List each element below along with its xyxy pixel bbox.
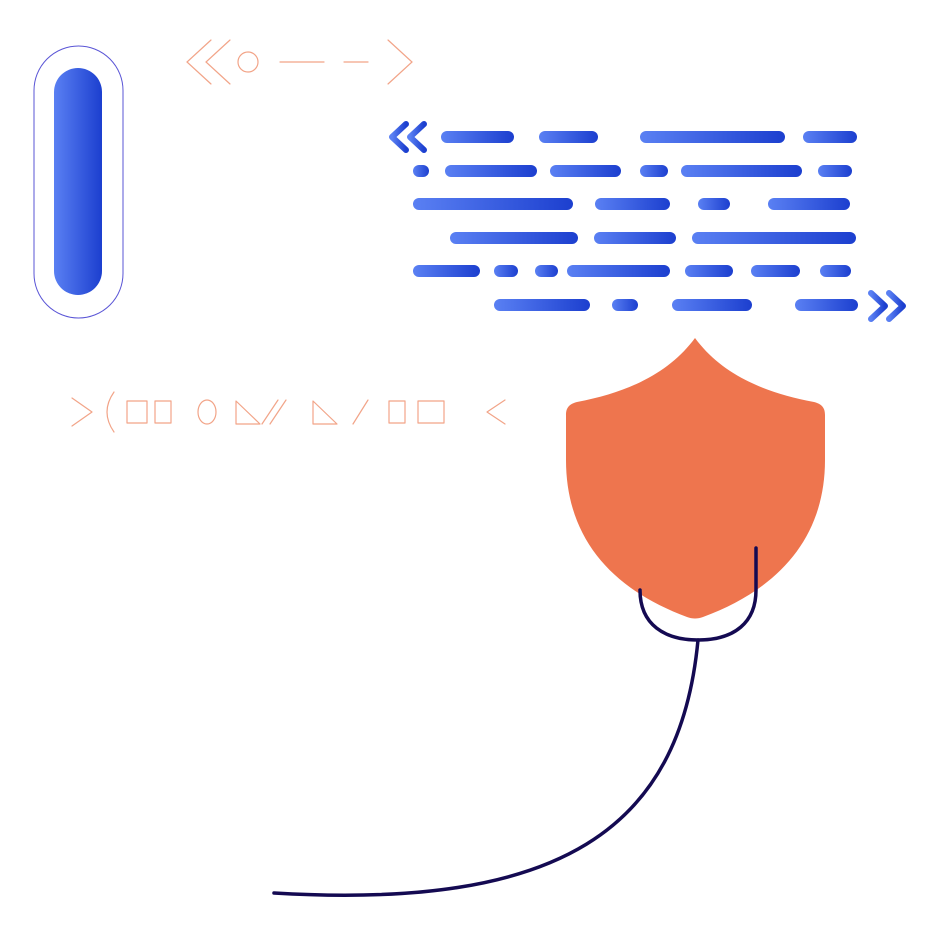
code-dash bbox=[445, 165, 537, 177]
code-dash bbox=[595, 198, 670, 210]
code-dash bbox=[768, 198, 850, 210]
code-dash bbox=[413, 265, 480, 277]
plug-curve bbox=[638, 546, 758, 642]
toggle-pill-icon bbox=[33, 45, 124, 319]
code-dash bbox=[795, 299, 858, 311]
shield-body bbox=[566, 338, 825, 619]
code-dash bbox=[413, 198, 573, 210]
code-dash bbox=[567, 265, 670, 277]
code-dash bbox=[612, 299, 638, 311]
code-dash bbox=[818, 165, 852, 177]
chevron-circle-line-glyphs bbox=[186, 39, 413, 85]
square-glyph bbox=[126, 400, 148, 424]
slash-glyph bbox=[269, 399, 287, 425]
geometric-glyph-row bbox=[71, 391, 506, 433]
code-dash bbox=[494, 265, 518, 277]
slash-glyph bbox=[352, 399, 369, 425]
circle-glyph bbox=[237, 51, 259, 73]
code-dash bbox=[685, 265, 733, 277]
code-dash bbox=[681, 165, 802, 177]
triangle-glyph bbox=[235, 400, 261, 425]
code-dash bbox=[672, 299, 752, 311]
plug-loop bbox=[638, 546, 758, 642]
square-glyph bbox=[154, 400, 172, 424]
code-dash bbox=[494, 299, 590, 311]
code-dash bbox=[539, 131, 598, 143]
double-chevron-right-icon bbox=[868, 290, 906, 322]
code-dash bbox=[550, 165, 621, 177]
code-dash bbox=[820, 265, 851, 277]
code-dash bbox=[640, 165, 668, 177]
code-dash bbox=[535, 265, 558, 277]
paren-glyph bbox=[106, 391, 115, 433]
cable-plug-icon bbox=[272, 638, 700, 897]
code-dash bbox=[640, 131, 785, 143]
pill-outline bbox=[33, 45, 124, 319]
square-glyph bbox=[388, 400, 406, 424]
code-dashes-icon bbox=[389, 121, 906, 322]
code-dash bbox=[698, 198, 730, 210]
double-chevron-left-icon bbox=[389, 121, 427, 153]
code-dash bbox=[413, 165, 429, 177]
square-glyph bbox=[417, 400, 445, 424]
code-dash bbox=[803, 131, 857, 143]
triangle-glyph bbox=[312, 400, 338, 425]
oval-glyph bbox=[197, 399, 217, 425]
chevron-left-icon bbox=[486, 399, 506, 425]
code-dash bbox=[692, 232, 856, 244]
chevron-left-icon bbox=[186, 39, 212, 85]
chevron-right-icon bbox=[71, 397, 93, 427]
code-dash bbox=[594, 232, 676, 244]
chevron-left-icon bbox=[205, 39, 231, 85]
code-dash bbox=[450, 232, 578, 244]
code-dash bbox=[751, 265, 800, 277]
cable-line bbox=[272, 638, 700, 897]
shield-icon bbox=[566, 338, 825, 619]
pill-fill bbox=[54, 68, 102, 295]
chevron-right-icon bbox=[387, 39, 413, 85]
slash-glyph bbox=[261, 399, 279, 425]
code-dash bbox=[441, 131, 514, 143]
